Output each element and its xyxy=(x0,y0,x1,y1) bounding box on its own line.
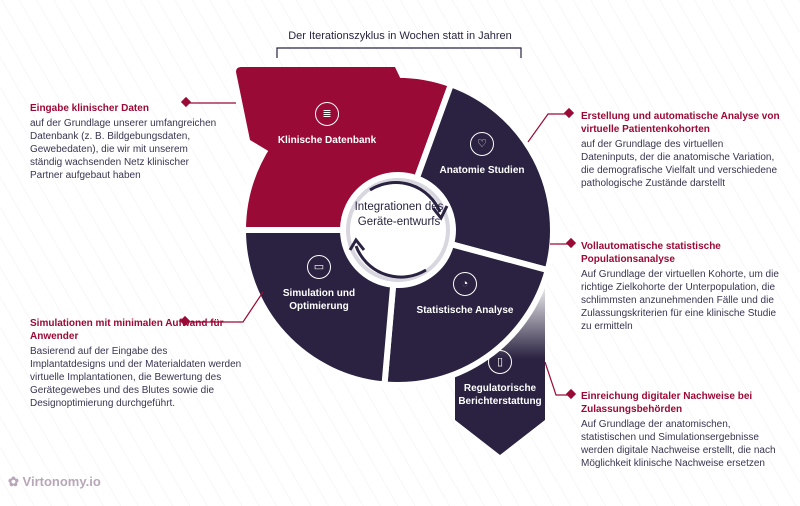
segment-label: Statistische Analyse xyxy=(416,305,514,316)
description-heading: Vollautomatische statistische Population… xyxy=(581,241,721,265)
cycle-arrow-bottom-icon xyxy=(354,245,427,279)
description-clinical-data: Eingabe klinischer Daten auf der Grundlag… xyxy=(30,102,220,182)
description-body: Auf Grundlage der anatomischen, statisti… xyxy=(581,419,776,469)
monitor-icon: ▭ xyxy=(307,255,331,279)
description-patient-cohorts: Erstellung und automatische Analyse von … xyxy=(581,110,781,190)
heart-measure-icon: ♡ xyxy=(470,132,494,156)
logo-text: Virtonomy.io xyxy=(22,474,101,489)
segment-simulation: ▭ Simulation und Optimierung xyxy=(264,255,374,313)
chart-icon: ◔ xyxy=(453,272,477,296)
segment-anatomy-studies: ♡ Anatomie Studien xyxy=(427,132,537,177)
description-heading: Simulationen mit minimalen Aufwand für A… xyxy=(30,318,224,342)
description-body: auf der Grundlage unserer umfangreichen … xyxy=(30,118,217,181)
description-body: auf der Grundlage des virtuellen Datenin… xyxy=(581,139,778,189)
description-heading: Einreichung digitaler Nachweise bei Zula… xyxy=(581,391,753,415)
segment-statistical-analysis: ◔ Statistische Analyse xyxy=(410,272,520,317)
description-heading: Eingabe klinischer Daten xyxy=(30,103,149,114)
title-bracket xyxy=(276,47,522,58)
description-heading: Erstellung und automatische Analyse von … xyxy=(581,111,780,135)
center-label: Integrationen des Geräte-entwurfs xyxy=(354,201,444,228)
connectors xyxy=(179,96,577,400)
cycle-arrow-top-icon xyxy=(369,181,442,213)
center-circle xyxy=(341,173,455,287)
description-regulatory-submission: Einreichung digitaler Nachweise bei Zula… xyxy=(581,390,781,470)
segment-label: Klinische Datenbank xyxy=(277,135,377,146)
diagram-title: Der Iterationszyklus in Wochen statt in … xyxy=(288,30,512,42)
segment-regulatory: ▯ Regulatorische Berichterstattung xyxy=(445,350,555,408)
description-body: Auf Grundlage der virtuellen Kohorte, um… xyxy=(581,269,779,332)
segment-label: Simulation und Optimierung xyxy=(282,288,356,312)
clipboard-icon: ▯ xyxy=(488,350,512,374)
segment-label: Anatomie Studien xyxy=(439,165,525,176)
description-population-analysis: Vollautomatische statistische Population… xyxy=(581,240,786,333)
database-icon: ≣ xyxy=(315,102,339,126)
description-simulations: Simulationen mit minimalen Aufwand für A… xyxy=(30,317,245,410)
logo: ✿ Virtonomy.io xyxy=(8,474,101,489)
segment-clinical-database: ≣ Klinische Datenbank xyxy=(272,102,382,147)
description-body: Basierend auf der Eingabe des Implantatd… xyxy=(30,346,242,409)
segment-label: Regulatorische Berichterstattung xyxy=(458,383,542,407)
